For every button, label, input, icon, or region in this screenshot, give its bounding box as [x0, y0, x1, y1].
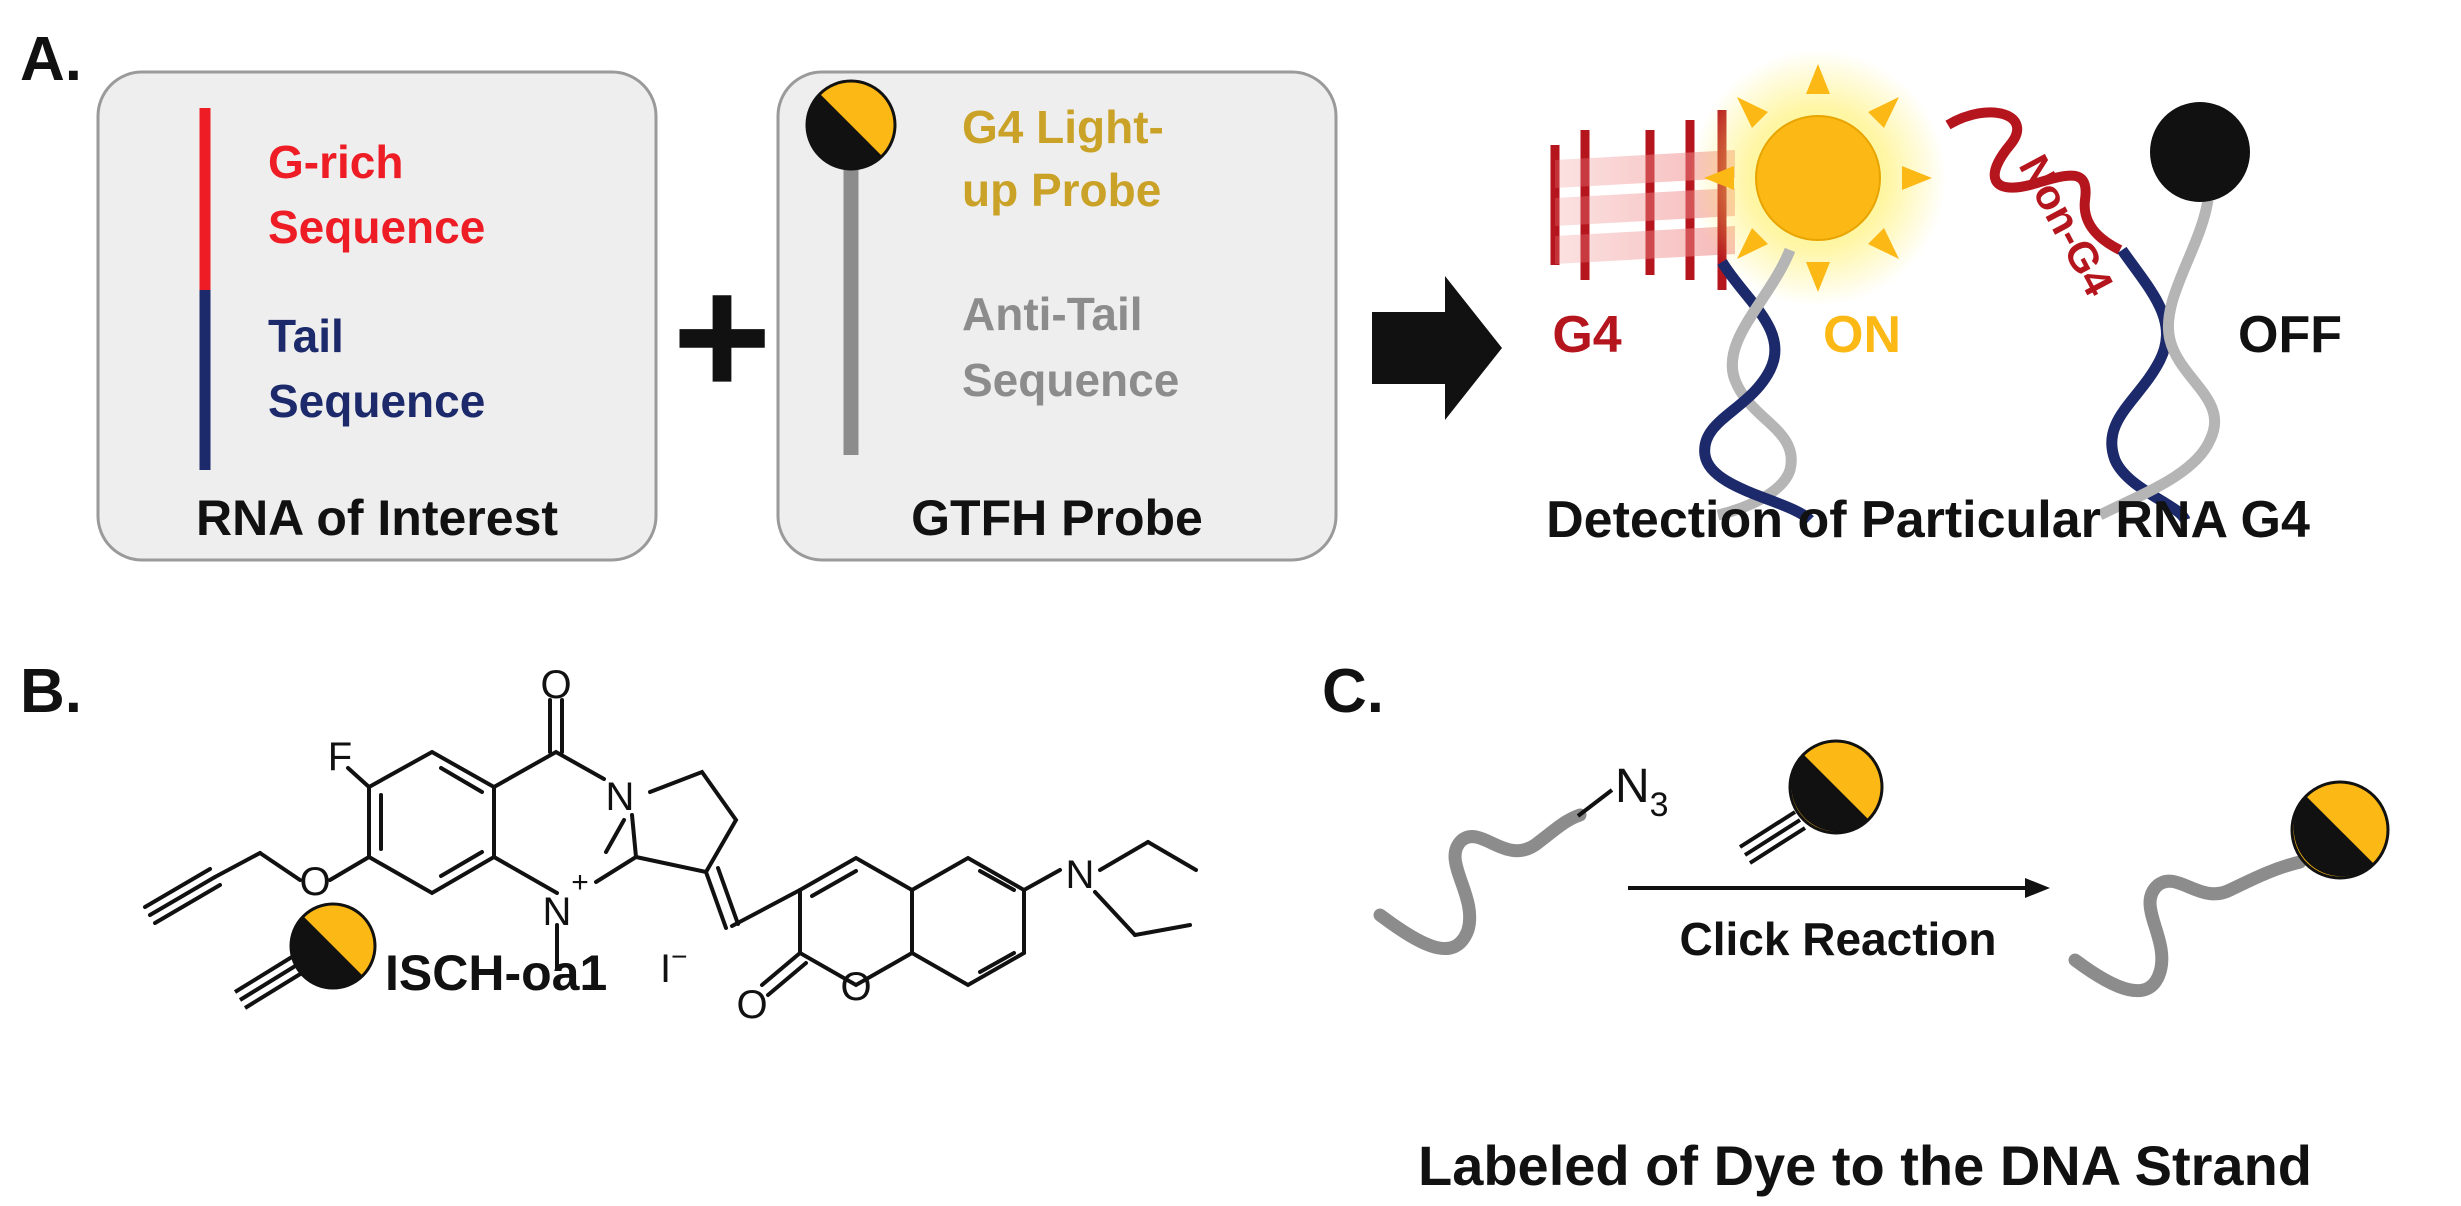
probe-box-frame: [776, 70, 1338, 562]
atom-n-amine: N: [1066, 853, 1095, 897]
atom-plus-charge: +: [571, 866, 589, 899]
atom-o-lactone: O: [840, 965, 871, 1009]
panel-b-label: B.: [20, 657, 82, 726]
quenched-dye-icon: [2150, 102, 2250, 202]
non-g4-strand: [1945, 107, 2123, 255]
panel-a-label: A.: [20, 25, 82, 94]
tail-label-2: Sequence: [268, 375, 485, 427]
gtfh-probe-box: G4 Light- up Probe Anti-Tail Sequence GT…: [776, 70, 1338, 562]
reagent-dye-icon: [1738, 739, 1884, 865]
reaction-label: Click Reaction: [1680, 913, 1997, 965]
dna-strand-labeled: [2068, 855, 2307, 998]
off-duplex: [2097, 199, 2221, 523]
atom-f: F: [328, 735, 352, 779]
panel-a: A. G-rich Sequence Tail Sequence RNA of …: [20, 25, 2342, 562]
sun-icon: [1690, 50, 1946, 306]
anti-tail-label-2: Sequence: [962, 354, 1179, 406]
g-rich-label-1: G-rich: [268, 136, 403, 188]
g-rich-label-2: Sequence: [268, 201, 485, 253]
atom-o-top: O: [540, 663, 571, 707]
atom-n-ring: N: [606, 775, 635, 819]
rna-box-caption: RNA of Interest: [196, 490, 558, 546]
atom-o-carbonyl: O: [736, 983, 767, 1027]
panel-c: C. N3 Click Reaction Labeled of Dye to t…: [1322, 657, 2390, 1197]
right-arrow-icon: [1372, 276, 1502, 420]
anti-tail-label-1: Anti-Tail: [962, 288, 1143, 340]
g4-label: G4: [1552, 306, 1621, 364]
atom-o-ether: O: [299, 860, 330, 904]
panel-c-label: C.: [1322, 657, 1384, 726]
on-label: ON: [1823, 306, 1901, 364]
dye-alkyne-icon: [233, 902, 377, 1010]
light-up-probe-label-2: up Probe: [962, 164, 1161, 216]
panel-b: B.: [20, 657, 1198, 1027]
atom-n-plus: N: [543, 890, 572, 934]
off-label: OFF: [2238, 306, 2342, 364]
plus-sign: +: [672, 242, 771, 432]
reaction-arrow-head: [2025, 878, 2050, 898]
detection-caption: Detection of Particular RNA G4: [1546, 491, 2310, 549]
azide-label: N3: [1615, 760, 1669, 824]
azide-bond: [1576, 788, 1614, 818]
non-g4-label: Non-G4: [2010, 147, 2123, 304]
ischoa1-structure: [143, 698, 1198, 997]
rna-of-interest-box: G-rich Sequence Tail Sequence RNA of Int…: [96, 70, 658, 562]
detection-scheme: G4 ON Non-G4 OFF Detection of Particular…: [1546, 50, 2342, 549]
counter-ion: I−: [660, 941, 687, 991]
dye-name: ISCH-oa1: [385, 945, 607, 1001]
dna-strand-azide: [1373, 808, 1587, 955]
tail-label-1: Tail: [268, 310, 344, 362]
atom-labels: O F N N + O I− O O N: [299, 663, 1094, 1027]
rna-box-frame: [96, 70, 658, 562]
labeled-dye-icon: [2290, 780, 2390, 880]
probe-box-caption: GTFH Probe: [911, 490, 1203, 546]
probe-dye-icon: [805, 79, 897, 171]
on-duplex: [1699, 247, 1814, 525]
light-up-probe-label-1: G4 Light-: [962, 101, 1164, 153]
panel-c-caption: Labeled of Dye to the DNA Strand: [1418, 1134, 2312, 1197]
